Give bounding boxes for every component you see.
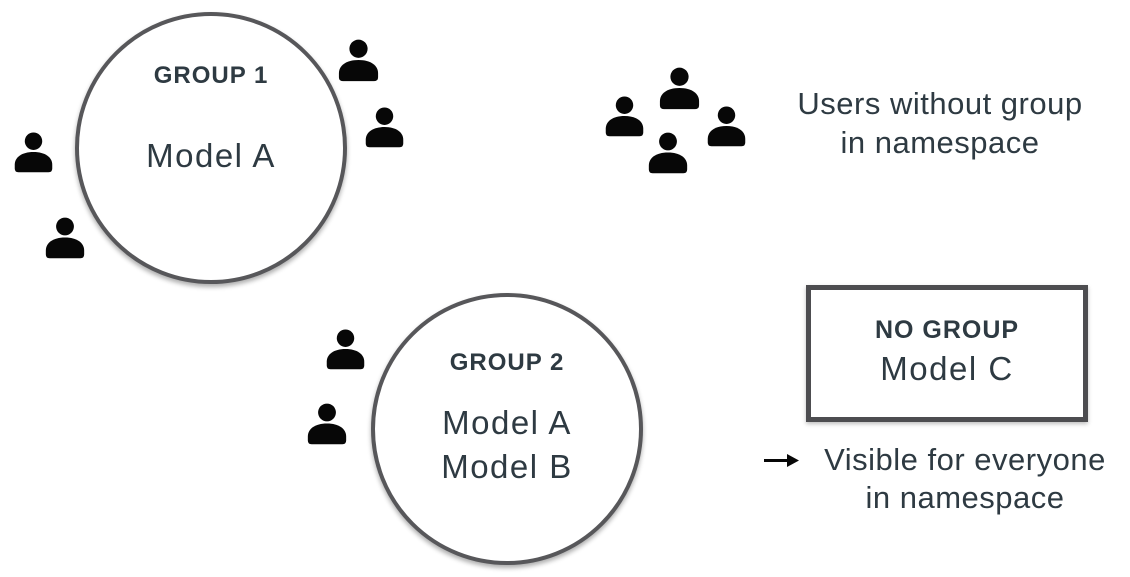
no-group-model-c: Model C bbox=[880, 350, 1014, 387]
group2-model-b: Model B bbox=[441, 448, 573, 485]
group1-model-a: Model A bbox=[146, 137, 276, 174]
person-icon bbox=[659, 67, 700, 110]
users-without-group-caption: Users without group in namespace bbox=[797, 86, 1083, 160]
person-icon bbox=[605, 96, 644, 137]
person-icon bbox=[338, 39, 379, 82]
person-icon bbox=[707, 106, 746, 147]
arrow-right-icon bbox=[764, 454, 799, 467]
no-group-box: NO GROUP Model C bbox=[806, 285, 1088, 422]
legend-caption: Visible for everyone in namespace bbox=[824, 442, 1106, 515]
group1-circle: GROUP 1 Model A bbox=[75, 12, 347, 284]
person-icon bbox=[45, 217, 85, 259]
group2-models: Model A Model B bbox=[375, 401, 639, 489]
group1-label: GROUP 1 bbox=[153, 62, 269, 89]
person-icon bbox=[648, 132, 688, 174]
group2-circle: GROUP 2 Model A Model B bbox=[371, 293, 643, 565]
no-group-label: NO GROUP bbox=[874, 316, 1020, 344]
person-icon bbox=[365, 107, 404, 148]
person-icon bbox=[14, 132, 53, 173]
group2-model-a: Model A bbox=[442, 404, 572, 441]
person-icon bbox=[307, 403, 347, 445]
person-icon bbox=[326, 329, 365, 370]
group2-label: GROUP 2 bbox=[449, 349, 565, 376]
